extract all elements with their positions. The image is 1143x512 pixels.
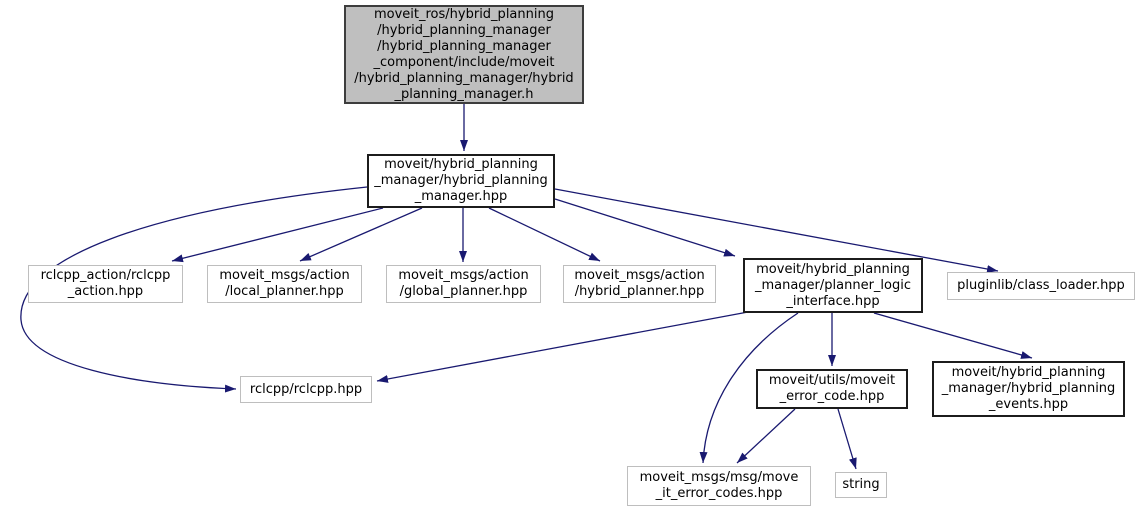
node-move-it-error-codes-hpp[interactable]: moveit_msgs/msg/move _it_error_codes.hpp bbox=[627, 466, 811, 506]
node-root-header-file: moveit_ros/hybrid_planning /hybrid_plann… bbox=[344, 5, 584, 104]
node-string[interactable]: string bbox=[835, 472, 887, 498]
node-local-planner-hpp[interactable]: moveit_msgs/action /local_planner.hpp bbox=[207, 265, 362, 303]
node-planner-logic-interface-hpp[interactable]: moveit/hybrid_planning _manager/planner_… bbox=[743, 258, 923, 313]
node-hybrid-planner-hpp[interactable]: moveit_msgs/action /hybrid_planner.hpp bbox=[563, 265, 716, 303]
edge-manager-to-planner-logic bbox=[554, 198, 736, 257]
edge-manager-to-local-planner bbox=[299, 207, 423, 262]
node-hybrid-planning-manager-hpp[interactable]: moveit/hybrid_planning _manager/hybrid_p… bbox=[367, 154, 555, 208]
edge-error-code-to-error-codes-msg bbox=[736, 408, 796, 464]
node-moveit-error-code-hpp[interactable]: moveit/utils/moveit _error_code.hpp bbox=[756, 369, 908, 409]
node-global-planner-hpp[interactable]: moveit_msgs/action /global_planner.hpp bbox=[386, 265, 541, 303]
node-hybrid-planning-events-hpp[interactable]: moveit/hybrid_planning _manager/hybrid_p… bbox=[932, 361, 1125, 417]
edge-manager-to-rclcpp-action bbox=[171, 207, 384, 263]
edge-manager-to-hybrid-planner bbox=[488, 207, 601, 262]
edge-planner-logic-to-rclcpp bbox=[376, 311, 749, 383]
node-class-loader-hpp[interactable]: pluginlib/class_loader.hpp bbox=[947, 272, 1135, 300]
node-rclcpp-hpp[interactable]: rclcpp/rclcpp.hpp bbox=[240, 376, 372, 403]
node-rclcpp-action-hpp[interactable]: rclcpp_action/rclcpp _action.hpp bbox=[28, 265, 183, 303]
edge-error-code-to-string bbox=[837, 408, 857, 470]
edge-planner-logic-to-events bbox=[873, 312, 1033, 359]
